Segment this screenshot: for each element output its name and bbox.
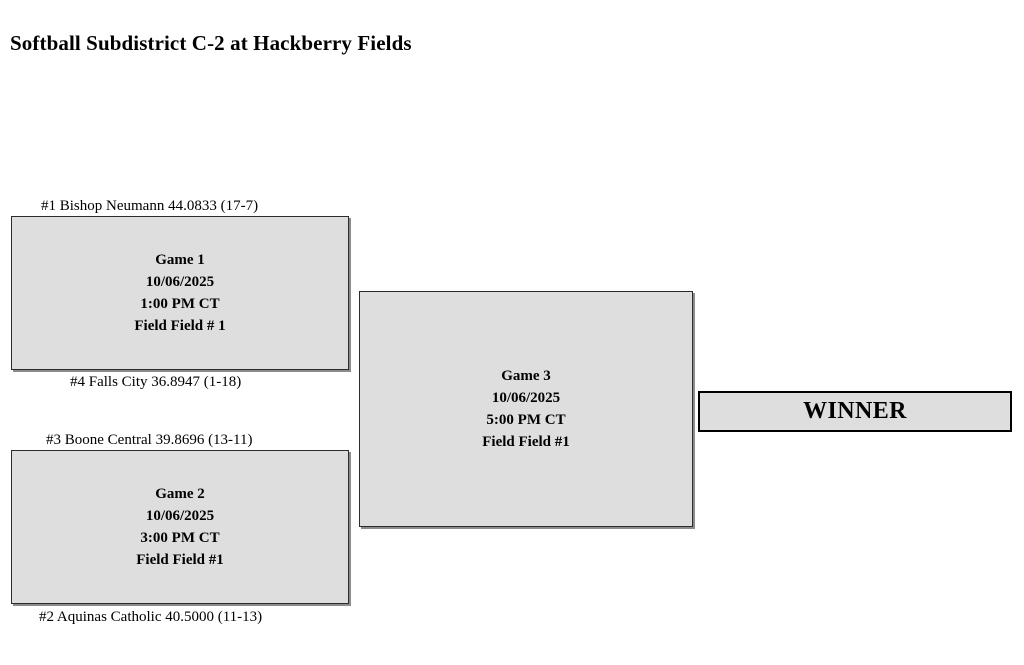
game-box-game-2[interactable]: Game 2 10/06/2025 3:00 PM CT Field Field…	[11, 450, 349, 604]
game-1-name: Game 1	[155, 252, 205, 268]
game-2-date: 10/06/2025	[145, 508, 215, 524]
winner-box[interactable]: WINNER	[698, 391, 1012, 432]
game-2-name: Game 2	[155, 486, 205, 502]
game-1-date: 10/06/2025	[145, 274, 215, 290]
seed-label-game1-bottom: #4 Falls City 36.8947 (1-18)	[70, 374, 242, 390]
page-title: Softball Subdistrict C-2 at Hackberry Fi…	[10, 31, 412, 55]
game-1-field: Field Field # 1	[134, 318, 226, 334]
game-box-game-1[interactable]: Game 1 10/06/2025 1:00 PM CT Field Field…	[11, 216, 349, 370]
game-1-time: 1:00 PM CT	[140, 296, 220, 312]
game-3-date: 10/06/2025	[491, 390, 561, 406]
seed-label-game2-bottom: #2 Aquinas Catholic 40.5000 (11-13)	[39, 609, 263, 625]
winner-label: WINNER	[803, 398, 907, 424]
game-2-field: Field Field #1	[136, 552, 224, 568]
game-box-game-3[interactable]: Game 3 10/06/2025 5:00 PM CT Field Field…	[359, 291, 693, 527]
seed-label-game2-top: #3 Boone Central 39.8696 (13-11)	[46, 432, 253, 448]
game-3-time: 5:00 PM CT	[486, 412, 566, 428]
game-3-field: Field Field #1	[482, 434, 570, 450]
game-3-name: Game 3	[501, 368, 551, 384]
seed-label-game1-top: #1 Bishop Neumann 44.0833 (17-7)	[41, 198, 259, 214]
game-2-time: 3:00 PM CT	[140, 530, 220, 546]
